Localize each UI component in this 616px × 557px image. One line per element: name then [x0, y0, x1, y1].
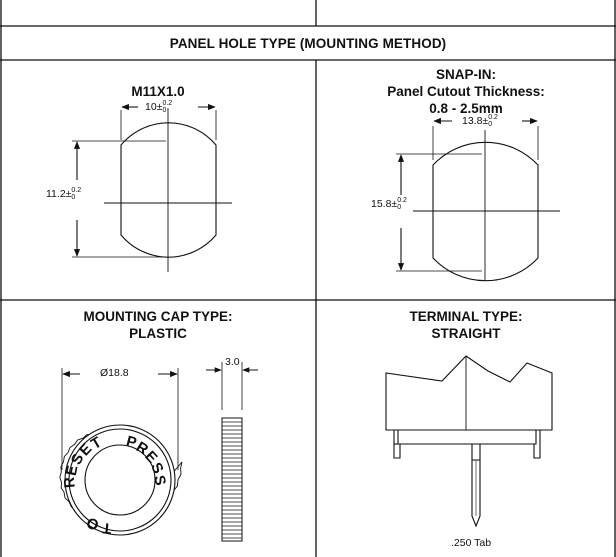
m11-height-tolerance: 0.2 0 [71, 187, 82, 201]
snap-hole-drawing [396, 117, 560, 282]
m11-width-nominal: 10± [145, 101, 163, 113]
m11-height-nominal: 11.2± [46, 188, 72, 200]
cap-title: MOUNTING CAP TYPE: PLASTIC [83, 309, 233, 341]
cap-diameter-dimension [61, 368, 179, 470]
terminal-title: TERMINAL TYPE: STRAIGHT [409, 309, 523, 341]
m11-width-dimension: 10± 0.2 0 [145, 100, 172, 114]
cap-diameter-label: Ø18.8 [100, 367, 129, 379]
terminal-drawing [385, 355, 553, 528]
snap-height-dimension: 15.8± 0.2 0 [371, 197, 407, 211]
m11-height-dimension: 11.2± 0.2 0 [46, 187, 81, 201]
mounting-cap-rings [64, 424, 176, 536]
cap-thickness-label: 3.0 [225, 356, 240, 368]
m11-title: M11X1.0 [131, 84, 185, 99]
terminal-tab-label: .250 Tab [451, 537, 492, 549]
snap-title: SNAP-IN: Panel Cutout Thickness: 0.8 - 2… [387, 67, 545, 116]
m11-hole-drawing [72, 103, 232, 272]
snap-width-dimension: 13.8± 0.2 0 [462, 114, 498, 128]
section-title: PANEL HOLE TYPE (MOUNTING METHOD) [169, 35, 447, 51]
cap-side-view [206, 362, 258, 542]
m11-width-tolerance: 0.2 0 [162, 100, 173, 114]
